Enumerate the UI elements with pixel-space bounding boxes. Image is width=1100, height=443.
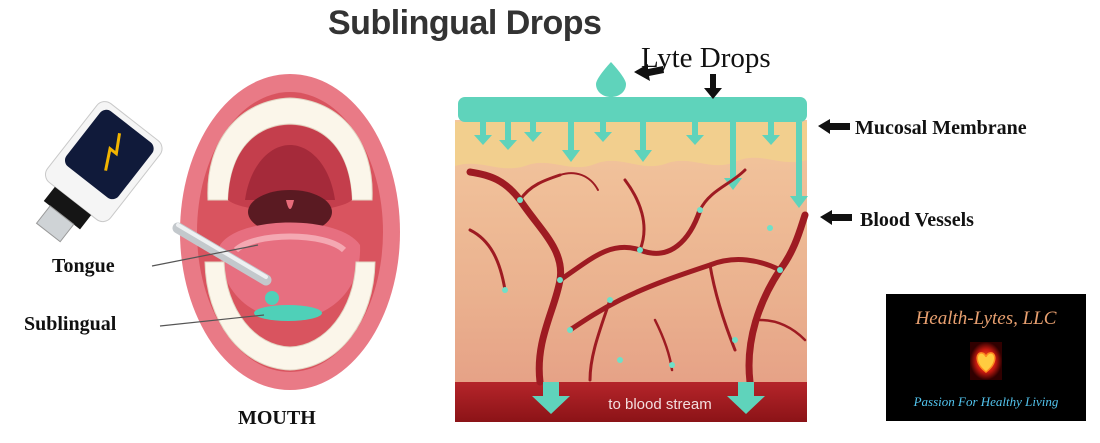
blood-stream-arrows (532, 382, 765, 414)
mouth-illustration (180, 74, 400, 390)
sublingual-label: Sublingual (24, 313, 117, 335)
absorption-arrows (474, 122, 808, 208)
tongue-label: Tongue (52, 255, 115, 277)
mouth-label: MOUTH (238, 407, 316, 429)
blood-stream-label: to blood stream (608, 396, 712, 413)
sublingual-pointer (159, 314, 265, 327)
company-logo: Health-Lytes, LLC Passion For Healthy Li… (886, 294, 1086, 421)
arrow-left-icon (820, 210, 852, 225)
blood-vessels (466, 168, 809, 386)
lower-teeth (204, 261, 376, 371)
logo-tagline: Passion For Healthy Living (913, 394, 1059, 409)
arrow-down-icon (704, 74, 722, 99)
drop-layer (458, 97, 807, 122)
drop-icon (596, 62, 626, 97)
blood-vessels-label: Blood Vessels (860, 209, 974, 231)
arrow-left-icon (634, 64, 664, 81)
drug-particles (502, 197, 783, 368)
mucosal-membrane (455, 122, 807, 169)
page-title: Sublingual Drops (328, 4, 602, 42)
logo-company-name: Health-Lytes, LLC (915, 308, 1057, 329)
mucosal-membrane-label: Mucosal Membrane (855, 117, 1027, 139)
dropper-bottle (35, 101, 272, 286)
heart-icon (970, 342, 1002, 380)
lyte-drops-label: Lyte Drops (641, 42, 771, 74)
arrow-left-icon (818, 119, 850, 134)
tongue-pointer (151, 244, 259, 267)
tongue (219, 222, 361, 320)
arrow-icons (634, 64, 852, 225)
upper-teeth (207, 97, 373, 201)
sublingual-pool (254, 305, 322, 321)
